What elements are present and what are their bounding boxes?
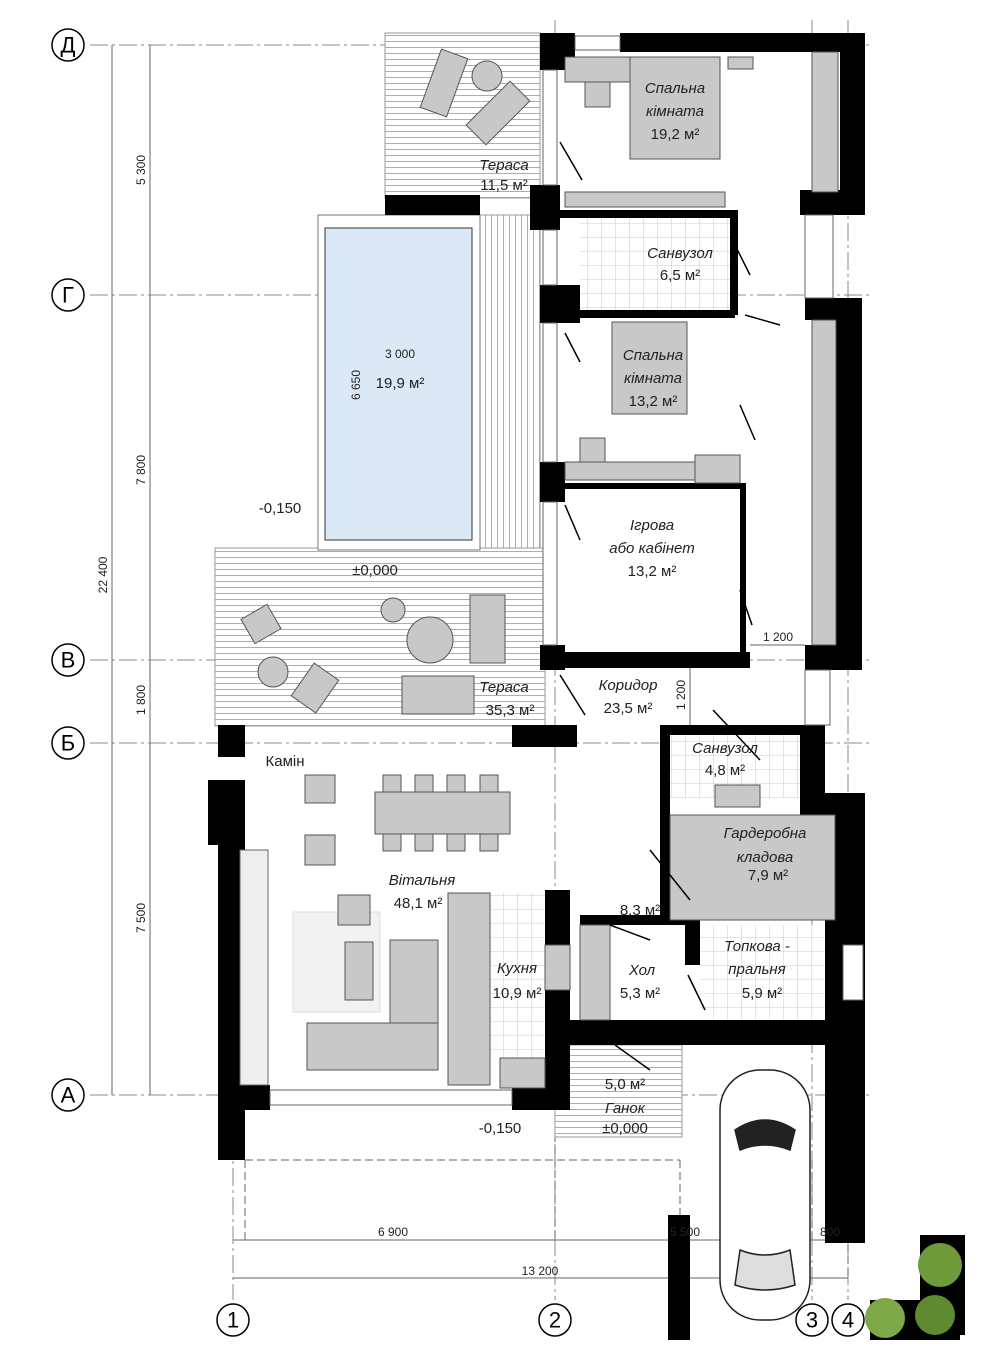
dim-bottom-2: 800 [820, 1225, 840, 1239]
dim-pool-width: 3 000 [385, 347, 415, 361]
room-boiler-label2: пральня [728, 961, 785, 978]
porch-level: ±0,000 [602, 1120, 648, 1137]
room-playroom-label: Ігрова [630, 517, 674, 534]
dim-pool-length: 6 650 [349, 370, 363, 400]
pool-deck-level: -0,150 [259, 500, 302, 517]
pool-water [324, 227, 473, 541]
room-wardrobe-label: Гардеробна [724, 825, 807, 842]
bath1-floor [580, 215, 730, 310]
room-boiler-area: 5,9 м² [742, 985, 782, 1002]
front-level: -0,150 [479, 1120, 522, 1137]
dim-left-2: 22 400 [96, 556, 110, 593]
room-bath2-area: 4,8 м² [705, 762, 745, 779]
room-vestibule-area: 8,3 м² [620, 902, 660, 919]
dim-corridor-depth: 1 200 [674, 680, 688, 710]
room-hall-area: 5,3 м² [620, 985, 660, 1002]
dim-bottom-1: 5 500 [670, 1225, 700, 1239]
boiler-floor [700, 925, 845, 1020]
dim-corridor-width: 1 200 [763, 630, 793, 644]
pool-area: 19,9 м² [376, 375, 425, 392]
room-playroom-area: 13,2 м² [628, 563, 677, 580]
room-bath1-area: 6,5 м² [660, 267, 700, 284]
room-bedroom1-area: 19,2 м² [651, 126, 700, 143]
room-wardrobe-label2: кладова [737, 849, 793, 866]
dim-bottom-3: 13 200 [522, 1264, 559, 1278]
room-porch-area: 5,0 м² [605, 1076, 645, 1093]
room-bath1-label: Санвузол [647, 245, 713, 262]
axis-row-v: В [61, 648, 76, 673]
room-bedroom2-area: 13,2 м² [629, 393, 678, 410]
room-terrace-small-label: Тераса [479, 157, 529, 174]
dimension-labels: 5 300 7 800 22 400 1 800 7 500 6 900 5 5… [96, 155, 840, 1278]
terrace-level: ±0,000 [352, 562, 398, 579]
axis-row-g: Г [62, 283, 74, 308]
room-bedroom2-label: Спальна [623, 347, 683, 364]
room-hall-label: Хол [628, 962, 656, 979]
axis-col-3: 3 [806, 1308, 818, 1333]
dim-bottom-0: 6 900 [378, 1225, 408, 1239]
porch [554, 1044, 683, 1138]
dim-left-1: 7 800 [134, 455, 148, 485]
room-bath2-label: Санвузол [692, 740, 758, 757]
dim-left-0: 5 300 [134, 155, 148, 185]
fireplace-label: Камін [265, 753, 304, 770]
axis-col-4: 4 [842, 1308, 854, 1333]
row-axis-markers: Д Г В Б А [51, 28, 85, 1112]
room-bedroom1-label2: кімната [646, 103, 704, 120]
pool-deck [471, 214, 541, 551]
furniture [240, 48, 839, 1089]
room-kitchen-label: Кухня [497, 960, 537, 977]
car-icon [719, 1069, 811, 1321]
axis-row-a: А [61, 1083, 76, 1108]
room-wardrobe-area: 7,9 м² [748, 867, 788, 884]
dim-left-4: 7 500 [134, 903, 148, 933]
room-bedroom1-label: Спальна [645, 80, 705, 97]
room-terrace-big-area: 35,3 м² [486, 702, 535, 719]
room-living-area: 48,1 м² [394, 895, 443, 912]
axis-col-2: 2 [549, 1308, 561, 1333]
room-boiler-label: Топкова - [724, 938, 790, 955]
axis-row-b: Б [61, 731, 75, 756]
room-bedroom2-label2: кімната [624, 370, 682, 387]
dim-left-3: 1 800 [134, 685, 148, 715]
plant-icon [865, 1235, 965, 1340]
room-kitchen-area: 10,9 м² [493, 985, 542, 1002]
room-living-label: Вітальня [389, 872, 455, 889]
room-labels: Тераса 11,5 м² Спальна кімната 19,2 м² С… [265, 80, 806, 1137]
room-corridor-label: Коридор [599, 677, 658, 694]
room-corridor-area: 23,5 м² [604, 700, 653, 717]
doors [559, 141, 781, 1071]
axis-row-d: Д [61, 33, 76, 58]
axis-col-1: 1 [227, 1308, 239, 1333]
room-terrace-big-label: Тераса [479, 679, 529, 696]
windows [239, 35, 864, 1106]
room-playroom-label2: або кабінет [609, 540, 694, 557]
kitchen-floor [490, 893, 545, 1058]
room-terrace-small-area: 11,5 м² [480, 177, 528, 194]
column-axis-markers: 1 2 3 4 [216, 1303, 865, 1337]
room-porch-label: Ганок [605, 1100, 646, 1117]
